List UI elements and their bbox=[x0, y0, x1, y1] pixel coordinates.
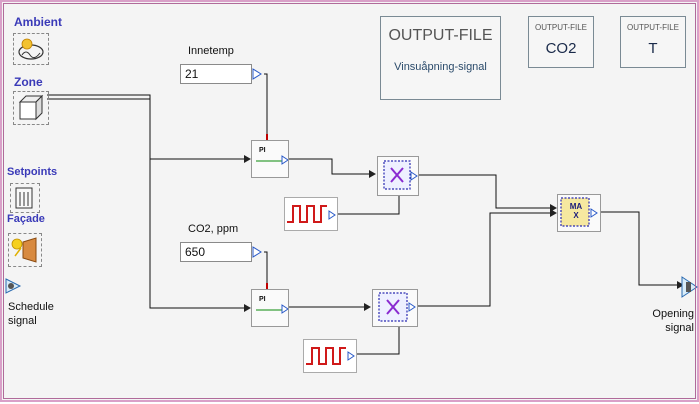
arrow-pi2-left bbox=[244, 304, 251, 312]
temp-setpoint-label: Innetemp bbox=[188, 45, 234, 57]
multiply-icon bbox=[378, 292, 416, 322]
opening-label-line2: signal bbox=[665, 322, 694, 334]
schedule-label-line1: Schedule bbox=[8, 301, 54, 313]
co2-setpoint-input[interactable]: 650 bbox=[180, 242, 252, 262]
wire-sq1-mul1 bbox=[334, 195, 400, 215]
output-file-co2[interactable]: OUTPUT-FILE CO2 bbox=[528, 16, 594, 68]
setpoints-label: Setpoints bbox=[7, 166, 58, 178]
square-wave-icon bbox=[287, 205, 336, 223]
multiply-block-2[interactable] bbox=[372, 289, 418, 327]
output-file-t-title: OUTPUT-FILE bbox=[626, 23, 679, 32]
max-icon bbox=[560, 197, 598, 227]
output-file-t[interactable]: OUTPUT-FILE T bbox=[620, 16, 686, 68]
arrow-pi1-left bbox=[244, 155, 251, 163]
wire-zone-pi1 bbox=[47, 98, 249, 160]
square-wave-icon bbox=[306, 347, 355, 365]
arrow-mul1-in bbox=[369, 170, 376, 178]
output-file-t-value: T bbox=[648, 40, 658, 57]
square-wave-2[interactable] bbox=[303, 339, 357, 373]
zone-label: Zone bbox=[14, 75, 43, 89]
temp-setpoint-input[interactable]: 21 bbox=[180, 64, 252, 84]
square-wave-1[interactable] bbox=[284, 197, 338, 231]
wire-sq2-mul2 bbox=[354, 318, 400, 355]
max-label-line1: MA bbox=[569, 202, 583, 211]
facade-icon[interactable] bbox=[8, 233, 42, 267]
wire-temp-pi1 bbox=[264, 73, 268, 138]
pi-controller-1[interactable]: PI bbox=[251, 140, 289, 178]
wire-pi1-mul1 bbox=[289, 158, 374, 175]
arrow-max-in2 bbox=[550, 209, 557, 217]
wire-co2-pi2 bbox=[264, 251, 268, 287]
ambient-label: Ambient bbox=[14, 15, 62, 29]
wire-mul2-max bbox=[416, 212, 555, 307]
wire-max-opening bbox=[598, 211, 682, 286]
max-block[interactable]: MA X bbox=[557, 194, 601, 232]
facade-label: Façade bbox=[7, 213, 45, 225]
zone-icon[interactable] bbox=[13, 91, 49, 125]
multiply-icon bbox=[383, 160, 418, 190]
ambient-icon[interactable] bbox=[13, 33, 49, 65]
max-label-line2: X bbox=[573, 211, 579, 220]
wire-mul1-max bbox=[416, 174, 555, 209]
multiply-block-1[interactable] bbox=[377, 156, 419, 196]
output-file-main[interactable]: OUTPUT-FILE Vinsuåpning-signal bbox=[380, 16, 501, 100]
opening-output-icon[interactable] bbox=[681, 275, 699, 299]
opening-label-line1: Opening bbox=[652, 308, 694, 320]
pi-controller-icon bbox=[256, 155, 288, 165]
pi-controller-icon bbox=[256, 304, 288, 314]
co2-setpoint-label: CO2, ppm bbox=[188, 223, 239, 235]
setpoints-icon[interactable] bbox=[10, 183, 40, 213]
output-file-main-subtitle: Vinsuåpning-signal bbox=[394, 61, 487, 73]
schedule-icon[interactable] bbox=[4, 277, 22, 295]
output-file-co2-title: OUTPUT-FILE bbox=[534, 23, 587, 32]
arrow-mul2-in bbox=[364, 303, 371, 311]
pi-controller-2-label: PI bbox=[259, 296, 266, 303]
output-file-main-title: OUTPUT-FILE bbox=[388, 27, 493, 44]
temp-setpoint-port-icon bbox=[252, 68, 262, 80]
opening-label: Opening signal bbox=[652, 307, 694, 335]
arrow-opening-in bbox=[677, 281, 684, 289]
schedule-label: Schedule signal bbox=[8, 300, 54, 328]
schedule-label-line2: signal bbox=[8, 315, 37, 327]
co2-setpoint-port-icon bbox=[252, 246, 262, 258]
max-block-label: MA X bbox=[566, 202, 586, 220]
output-file-co2-value: CO2 bbox=[545, 40, 577, 57]
wire-zone-pi2 bbox=[47, 94, 249, 309]
pi-controller-2[interactable]: PI bbox=[251, 289, 289, 327]
pi-controller-1-label: PI bbox=[259, 147, 266, 154]
